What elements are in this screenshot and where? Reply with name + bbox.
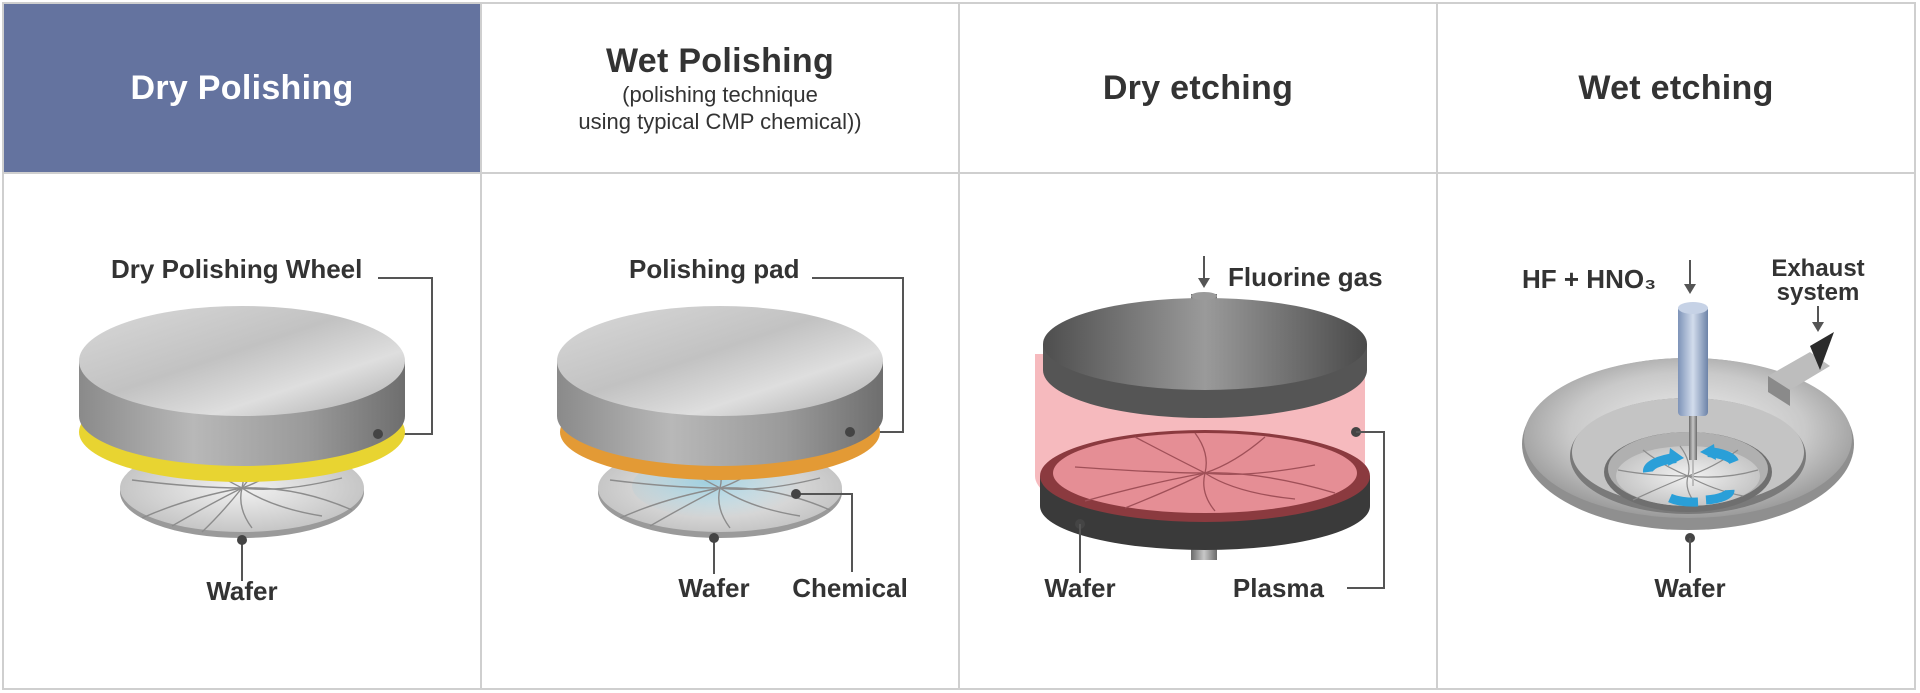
column-dry-etching: Dry etching Fluorine gas xyxy=(960,4,1438,688)
dry-polishing-wheel xyxy=(79,306,405,482)
plasma-label: Plasma xyxy=(1233,573,1325,603)
upper-electrode xyxy=(1043,292,1367,418)
chemical-label: Chemical xyxy=(792,573,908,603)
acid-label: HF + HNO₃ xyxy=(1522,264,1656,294)
diagram-wet-etching: HF + HNO₃ Exhaust system xyxy=(1438,176,1914,688)
column-title: Dry Polishing xyxy=(130,69,353,108)
column-subtitle-line2: using typical CMP chemical)) xyxy=(578,108,861,135)
header-dry-polishing: Dry Polishing xyxy=(4,4,480,174)
column-dry-polishing: Dry Polishing Dry Polishing Wheel xyxy=(4,4,482,688)
column-title: Wet Polishing xyxy=(606,42,834,81)
header-wet-etching: Wet etching xyxy=(1438,4,1914,174)
wafer-label: Wafer xyxy=(1654,573,1725,603)
exhaust-label-line2: system xyxy=(1777,279,1860,306)
dry-polishing-wheel-label: Dry Polishing Wheel xyxy=(111,254,362,284)
wafer-label: Wafer xyxy=(206,576,277,606)
column-title: Dry etching xyxy=(1103,69,1293,108)
wafer-label: Wafer xyxy=(1044,573,1115,603)
exhaust-label-line1: Exhaust xyxy=(1771,255,1864,282)
fluorine-gas-label: Fluorine gas xyxy=(1228,262,1383,292)
column-wet-polishing: Wet Polishing (polishing technique using… xyxy=(482,4,960,688)
header-dry-etching: Dry etching xyxy=(960,4,1436,174)
column-title: Wet etching xyxy=(1578,69,1773,108)
lower-electrode xyxy=(1040,430,1370,560)
polishing-pad-label: Polishing pad xyxy=(629,254,799,284)
wafer-label: Wafer xyxy=(678,573,749,603)
column-subtitle-line1: (polishing technique xyxy=(622,81,818,108)
diagram-wet-polishing: Polishing pad xyxy=(482,176,958,688)
column-wet-etching: Wet etching HF + HNO₃ Exhaust system xyxy=(1438,4,1914,688)
diagram-dry-polishing: Dry Polishing Wheel xyxy=(4,176,480,688)
diagram-dry-etching: Fluorine gas xyxy=(960,176,1436,688)
header-wet-polishing: Wet Polishing (polishing technique using… xyxy=(482,4,958,174)
polishing-pad xyxy=(557,306,883,480)
